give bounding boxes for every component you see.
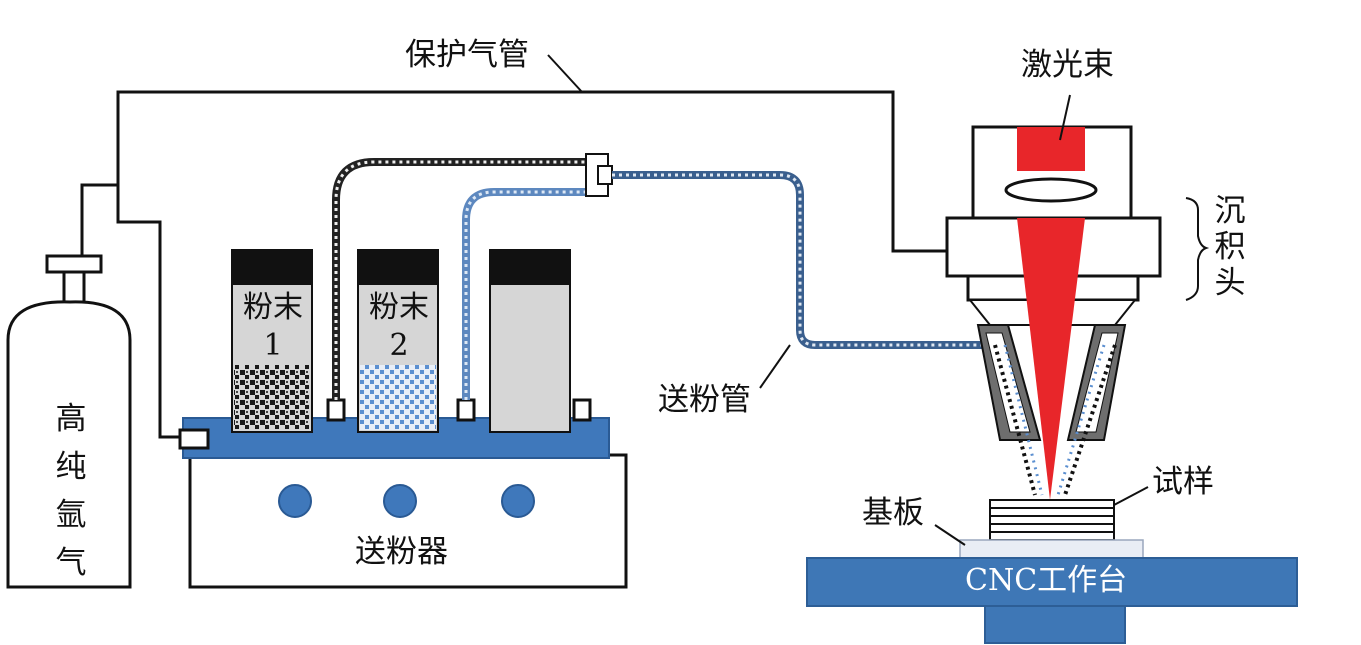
powder-tube-1 (332, 158, 590, 400)
shield-gas-tube-label: 保护气管 (405, 37, 529, 73)
powder2-number: 2 (389, 328, 409, 363)
specimen-leader (1113, 486, 1149, 506)
feeder-knob-3[interactable] (501, 484, 535, 518)
argon-cylinder-label: 高纯氩气 (55, 401, 87, 581)
powder-tube-label: 送粉管 (658, 382, 751, 418)
powder-stream-left-blue (1003, 344, 1044, 496)
powder1-name: 粉末 (243, 290, 303, 325)
deposition-head-bracket (1185, 197, 1210, 301)
feeder-knob-2[interactable] (383, 484, 417, 518)
cnc-table-label: CNC工作台 (965, 563, 1128, 598)
shield-gas-tube-leader (547, 54, 583, 93)
powder-tube-leader (759, 344, 791, 389)
substrate-leader (934, 524, 966, 546)
substrate-label: 基板 (862, 495, 924, 531)
focusing-lens (1004, 177, 1098, 203)
powder2-name: 粉末 (369, 290, 429, 325)
argon-cylinder (6, 254, 132, 589)
powder-hopper-3 (489, 249, 571, 433)
powder-stream-right-blue (1056, 344, 1106, 496)
outlet-fitting-1 (326, 398, 346, 422)
laser-beam-cone (1017, 218, 1085, 500)
mixer-coupling (597, 165, 613, 185)
powder-tube-2 (462, 188, 590, 400)
powder-hopper-1 (231, 249, 313, 433)
deposition-head-label: 沉积头 (1214, 193, 1246, 301)
cnc-table-top (806, 557, 1298, 607)
powder-feed-tube (612, 171, 1000, 349)
outlet-fitting-3 (572, 398, 592, 422)
gas-inlet-fitting (178, 428, 210, 450)
outlet-fitting-2 (456, 398, 476, 422)
powder-stream-right (1063, 344, 1117, 496)
argon-supply-line (116, 185, 183, 439)
specimen-layers (989, 499, 1115, 541)
cnc-table-base (984, 605, 1126, 644)
powder-feeder-label: 送粉器 (355, 534, 448, 570)
deposition-head (945, 125, 1162, 441)
powder-hopper-2 (357, 249, 439, 433)
powder1-number: 1 (263, 328, 283, 363)
laser-beam-top (1017, 127, 1085, 171)
shield-gas-tube-line (80, 90, 948, 258)
laser-beam-label: 激光束 (1021, 47, 1114, 83)
laser-beam-leader (1059, 94, 1071, 141)
specimen-label: 试样 (1152, 464, 1214, 500)
powder-stream-left (993, 344, 1037, 496)
feeder-knob-1[interactable] (278, 484, 312, 518)
